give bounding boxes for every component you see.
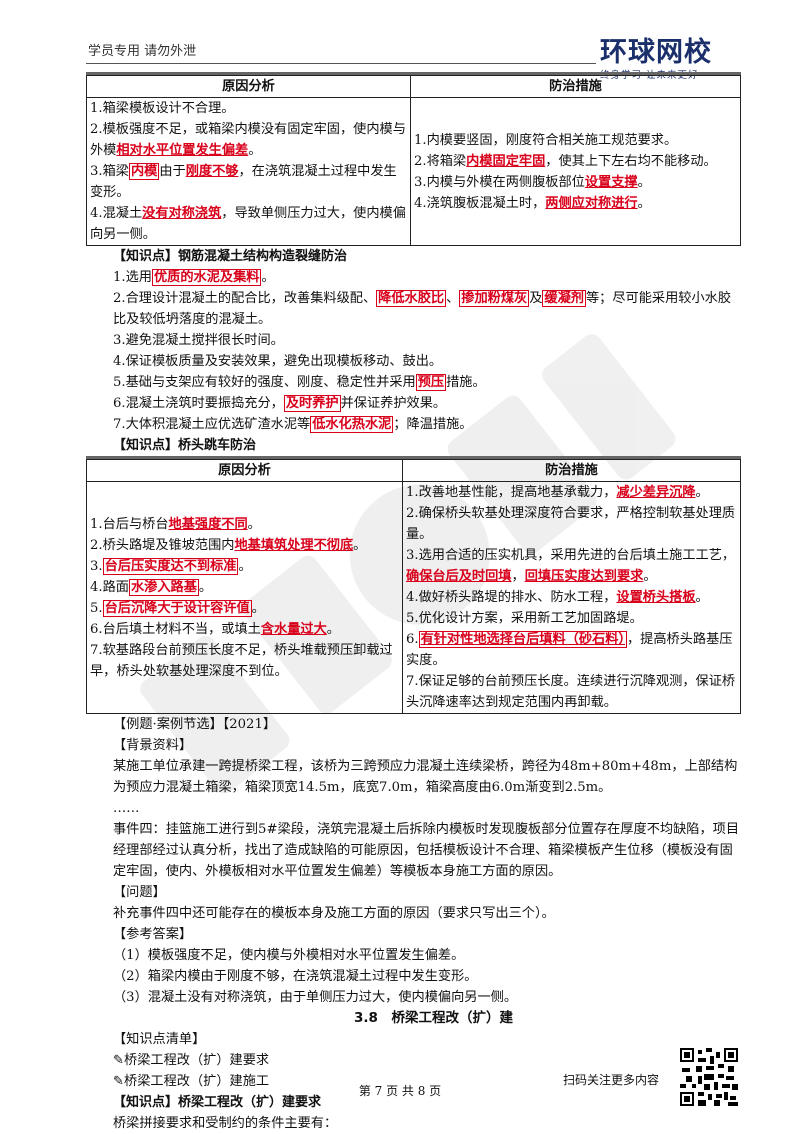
measure-item: 4.浇筑腹板混凝土时，两侧应对称进行。 [414, 195, 651, 211]
page-number: 第 7 页 共 8 页 [358, 1084, 442, 1098]
table-top-bar [86, 72, 741, 75]
measure-item: 2.将箱梁内模固定牢固，使其上下左右均不能移动。 [414, 153, 717, 169]
formwork-table: 原因分析 防治措施 1.箱梁模板设计不合理。 2.模板强度不足，或箱梁内模没有固… [86, 75, 741, 246]
background-title: 【背景资料】 [113, 738, 193, 753]
kp-crack-item: 5.基础与支架应有较好的强度、刚度、稳定性并采用预压措施。 [113, 374, 486, 391]
kp-crack-item: 1.选用优质的水泥及集料。 [113, 269, 275, 286]
cause-item: 2.模板强度不足，或箱梁内模没有固定牢固，使内模与外模相对水平位置发生偏差。 [90, 122, 406, 158]
kp-rebuild-text: 桥梁拼接要求和受制约的条件主要有： [113, 1116, 338, 1131]
ellipsis: …… [113, 801, 140, 816]
cause-item: 3.台后压实度达不到标准。 [90, 557, 252, 575]
kp-crack-title: 【知识点】钢筋混凝土结构构造裂缝防治 [113, 249, 348, 264]
kp-bump-title: 【知识点】桥头跳车防治 [113, 438, 257, 453]
measure-item: 3.选用合适的压实机具，采用先进的台后填土施工工艺，确保台后及时回填，回填压实度… [406, 548, 736, 584]
header-notice: 学员专用 请勿外泄 [88, 44, 197, 59]
measure-item: 2.确保桥头软基处理深度符合要求，严格控制软基处理质量。 [406, 506, 736, 542]
example-tag: 【例题·案例节选】【2021】 [113, 717, 277, 732]
table-header-cause: 原因分析 [86, 75, 411, 98]
measure-item: 1.改善地基性能，提高地基承载力，减少差异沉降。 [406, 485, 709, 500]
checklist-title: 【知识点清单】 [113, 1032, 206, 1047]
measure-item: 6.有针对性地选择台后填料（砂石料），提高桥头路基压实度。 [406, 631, 733, 668]
checklist-item: ✎桥梁工程改（扩）建施工 [113, 1074, 270, 1089]
measure-item: 5.优化设计方案，采用新工艺加固路堤。 [406, 611, 643, 626]
cause-cell: 1.箱梁模板设计不合理。 2.模板强度不足，或箱梁内模没有固定牢固，使内模与外模… [86, 97, 411, 246]
bridge-bump-table: 原因分析 防治措施 1.台后与桥台地基强度不同。 2.桥头路堤及锥坡范围内地基填… [86, 459, 741, 714]
table-header-cause: 原因分析 [86, 459, 403, 482]
brand-logo: 环球网校 终身学习 让未来更好 [600, 30, 740, 81]
table-header-measure: 防治措施 [402, 459, 741, 482]
checklist-item: ✎桥梁工程改（扩）建要求 [113, 1053, 270, 1068]
measure-item: 7.保证足够的台前预压长度。连续进行沉降观测，保证桥头沉降速率达到规定范围内再卸… [406, 674, 736, 710]
kp-crack-item: 6.混凝土浇筑时要振捣充分，及时养护并保证养护效果。 [113, 395, 447, 412]
header-divider [86, 63, 596, 64]
measure-item: 4.做好桥头路堤的排水、防水工程，设置桥头搭板。 [406, 590, 709, 605]
answer-title: 【参考答案】 [113, 927, 193, 942]
cause-item: 7.软基路段台前预压长度不足，桥头堆载预压卸载过早，桥头处软基处理深度不到位。 [90, 642, 393, 679]
cause-item: 3.箱梁内模由于刚度不够，在浇筑混凝土过程中发生变形。 [90, 163, 397, 200]
cause-item: 2.桥头路堤及锥坡范围内地基填筑处理不彻底。 [90, 537, 367, 553]
background-text: 某施工单位承建一跨提桥梁工程，该桥为三跨预应力混凝土连续梁桥，跨径为48m+80… [113, 759, 738, 795]
table-top-bar [86, 456, 741, 459]
section-title: 3.8 桥梁工程改（扩）建 [354, 1010, 513, 1026]
cause-cell: 1.台后与桥台地基强度不同。 2.桥头路堤及锥坡范围内地基填筑处理不彻底。 3.… [86, 481, 403, 714]
page-content: 原因分析 防治措施 1.箱梁模板设计不合理。 2.模板强度不足，或箱梁内模没有固… [86, 72, 741, 1134]
kp-crack-item: 2.合理设计混凝土的配合比，改善集料级配、降低水胶比、掺加粉煤灰及缓凝剂等；尽可… [113, 290, 732, 327]
kp-crack-item: 3.避免混凝土搅拌很长时间。 [113, 333, 284, 348]
qr-code-icon [680, 1048, 738, 1106]
cause-item: 6.台后填土材料不当，或填土含水量过大。 [90, 621, 340, 637]
qr-label: 扫码关注更多内容 [563, 1073, 660, 1087]
kp-rebuild-title: 【知识点】桥梁工程改（扩）建要求 [113, 1095, 322, 1110]
answer-item: （1）模板强度不足，使内模与外模相对水平位置发生偏差。 [113, 948, 465, 963]
cause-item: 5.台后沉降大于设计容许值。 [90, 599, 265, 617]
kp-crack-item: 7.大体积混凝土应优选矿渣水泥等低水化热水泥；降温措施。 [113, 416, 473, 433]
cause-item: 4.路面水渗入路基。 [90, 578, 213, 596]
question-title: 【问题】 [113, 885, 166, 900]
table-header-measure: 防治措施 [410, 75, 741, 98]
answer-item: （3）混凝土没有对称浇筑，由于单侧压力过大，使内模偏向另一侧。 [113, 990, 518, 1005]
measure-cell: 1.改善地基性能，提高地基承载力，减少差异沉降。 2.确保桥头软基处理深度符合要… [402, 481, 741, 714]
brand-name: 环球网校 [600, 37, 712, 68]
answer-item: （2）箱梁内模由于刚度不够，在浇筑混凝土过程中发生变形。 [113, 969, 478, 984]
event-text: 事件四：挂篮施工进行到5#梁段，浇筑完混凝土后拆除内模板时发现腹板部分位置存在厚… [113, 822, 740, 879]
question-text: 补充事件四中还可能存在的模板本身及施工方面的原因（要求只写出三个）。 [113, 906, 555, 921]
measure-cell: 1.内模要竖固，刚度符合相关施工规范要求。 2.将箱梁内模固定牢固，使其上下左右… [410, 97, 741, 246]
measure-item: 3.内模与外模在两侧腹板部位设置支撑。 [414, 174, 651, 190]
cause-item: 4.混凝土没有对称浇筑，导致单侧压力过大，使内模偏向另一侧。 [90, 206, 406, 242]
cause-item: 1.箱梁模板设计不合理。 [90, 101, 235, 116]
measure-item: 1.内模要竖固，刚度符合相关施工规范要求。 [414, 132, 678, 148]
cause-item: 1.台后与桥台地基强度不同。 [90, 516, 261, 532]
kp-crack-item: 4.保证模板质量及安装效果，避免出现模板移动、鼓出。 [113, 354, 443, 369]
